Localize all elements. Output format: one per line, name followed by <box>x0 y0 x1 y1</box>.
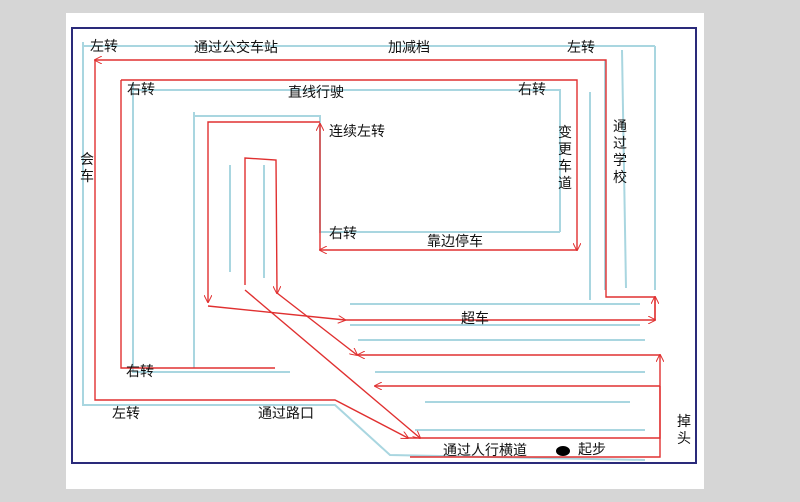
diagram-page <box>66 13 704 489</box>
label-right-turn-bottom: 右转 <box>126 364 154 380</box>
route-diag-1 <box>207 305 345 320</box>
label-pass-intersection: 通过路口 <box>258 406 314 422</box>
label-change-lane: 变更车道 <box>558 125 572 192</box>
road-school-left <box>621 49 627 289</box>
route-inner-spiral <box>244 157 277 293</box>
label-pass-school: 通过学校 <box>613 119 627 186</box>
route-crosswalk <box>408 386 661 439</box>
label-add-sub-gear: 加减档 <box>388 40 430 56</box>
label-bus-stop: 通过公交车站 <box>194 40 278 56</box>
label-u-turn: 掉头 <box>677 414 691 447</box>
outer-frame <box>71 27 697 464</box>
label-meet-car: 会车 <box>80 152 94 185</box>
route-inner-top <box>121 79 577 250</box>
label-right-turn-inner-left: 右转 <box>127 82 155 98</box>
route-diag-2 <box>276 292 357 355</box>
label-overtake: 超车 <box>461 311 489 327</box>
route-start-u-turn <box>410 355 660 458</box>
route-left-down <box>94 60 408 438</box>
start-marker <box>556 446 570 456</box>
road-lines <box>82 42 656 461</box>
route-diag-3 <box>244 289 420 438</box>
road-inner-top <box>133 89 561 232</box>
road-inner-left <box>132 83 290 373</box>
route-lines <box>94 60 661 458</box>
label-start: 起步 <box>578 442 606 458</box>
label-left-turn-top-right: 左转 <box>567 40 595 56</box>
label-right-turn-inner-right: 右转 <box>518 82 546 98</box>
label-crosswalk: 通过人行横道 <box>443 443 527 459</box>
label-continuous-left-turn: 连续左转 <box>329 124 385 140</box>
label-right-turn-middle: 右转 <box>329 226 357 242</box>
route-inner-loop <box>120 80 275 369</box>
label-left-turn-bottom: 左转 <box>112 406 140 422</box>
label-straight-driving: 直线行驶 <box>288 85 344 101</box>
route-continuous-left <box>208 121 320 302</box>
label-park-roadside: 靠边停车 <box>427 234 483 250</box>
label-left-turn-top-left: 左转 <box>90 39 118 55</box>
